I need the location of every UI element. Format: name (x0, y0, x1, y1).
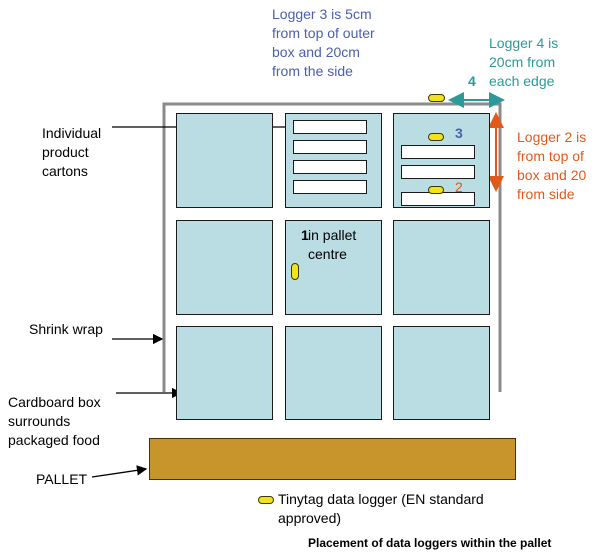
shrink-wrap-outline (162, 102, 502, 392)
carton (293, 120, 367, 134)
box-r3c1 (176, 326, 273, 420)
legend-text: Tinytag data logger (EN standard approve… (278, 491, 484, 526)
legend-logger (258, 496, 274, 504)
logger-1 (291, 263, 299, 280)
carton (401, 165, 475, 179)
caption: Placement of data loggers within the pal… (308, 536, 552, 550)
logger-3 (428, 133, 444, 141)
carton (293, 180, 367, 194)
marker-2: 2 (455, 179, 463, 195)
box-r3c3 (393, 326, 490, 420)
box-r2c2 (285, 220, 382, 315)
carton (293, 160, 367, 174)
carton (293, 140, 367, 154)
logger-4 (428, 94, 445, 102)
marker-1-text: in pallet centre (308, 227, 357, 262)
shrink-wrap-label: Shrink wrap (29, 321, 103, 337)
pallet-pointer (91, 465, 148, 478)
pallet (149, 438, 516, 480)
cardboard-label: Cardboard box surrounds packaged food (8, 394, 101, 448)
marker-3: 3 (455, 125, 463, 141)
cartons-label: Individual product cartons (42, 125, 102, 179)
pallet-label: PALLET (36, 471, 88, 487)
box-r2c1 (176, 220, 273, 315)
logger-2 (428, 186, 444, 194)
box-r2c3 (393, 220, 490, 315)
logger4-marker: 4 (468, 73, 476, 89)
carton (401, 192, 475, 206)
carton (401, 145, 475, 159)
logger2-note: Logger 2 is from top of box and 20 from … (517, 129, 587, 202)
logger3-note: Logger 3 is 5cm from top of outer box an… (272, 6, 375, 79)
logger4-note: Logger 4 is 20cm from each edge (489, 35, 559, 89)
marker-1-number: 1 (301, 227, 309, 243)
box-r3c2 (285, 326, 382, 420)
box-r1c1 (176, 113, 273, 208)
